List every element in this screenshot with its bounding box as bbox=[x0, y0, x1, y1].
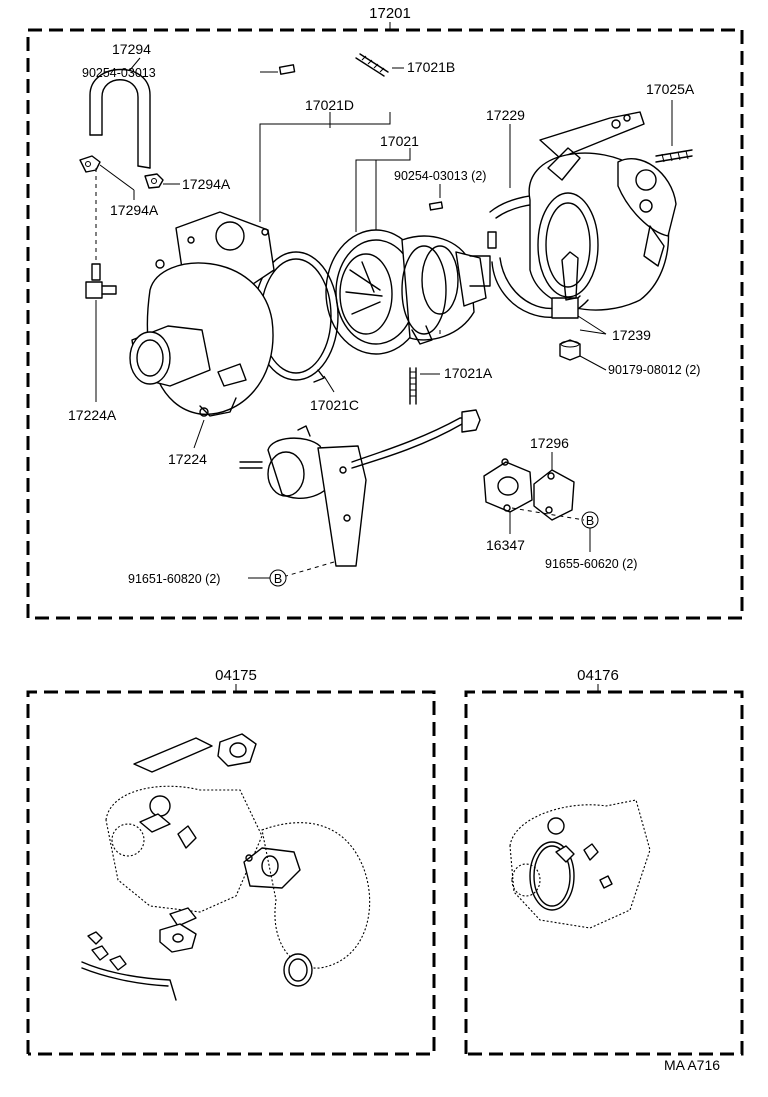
callout-stud-right: 17025A bbox=[646, 81, 695, 97]
callout-stud-top: 17021B bbox=[407, 59, 455, 75]
hose-clip-upper bbox=[79, 155, 135, 191]
callout-pin-right: 90254-03013 (2) bbox=[394, 169, 486, 183]
callout-bolt-b-right: 91655-60620 (2) bbox=[545, 557, 637, 571]
marker-b-left: B bbox=[274, 572, 282, 586]
callout-nut: 90179-08012 (2) bbox=[608, 363, 700, 377]
stud-bottom bbox=[409, 367, 440, 405]
callout-gasket-left: 16347 bbox=[486, 537, 525, 553]
kit-right-label: 04176 bbox=[577, 667, 619, 684]
kit-left-frame: 04175 bbox=[26, 667, 436, 1056]
cartridge-bracket-leader bbox=[259, 112, 391, 222]
pin-top bbox=[260, 64, 296, 75]
wastegate-actuator bbox=[239, 409, 481, 567]
kit-right-frame: 04176 bbox=[464, 667, 744, 1056]
bolt-b-left-leader bbox=[248, 561, 335, 587]
kit-left-drawing bbox=[81, 733, 371, 1001]
nut bbox=[559, 339, 607, 371]
callout-union: 17224A bbox=[68, 407, 117, 423]
callout-stud-bottom: 17021A bbox=[444, 365, 493, 381]
bolt-b-right-leader bbox=[511, 507, 599, 552]
callout-hose: 17294 bbox=[112, 41, 151, 57]
callout-pin-top: 90254-03013 bbox=[82, 66, 156, 80]
footer-code: MA A716 bbox=[664, 1057, 720, 1073]
pin-right bbox=[428, 184, 444, 211]
cartridge-leader bbox=[355, 148, 411, 232]
kit-left-label: 04175 bbox=[215, 667, 257, 684]
gasket-right bbox=[533, 452, 575, 521]
clamp-lower bbox=[491, 251, 607, 335]
callout-clamp-upper: 17229 bbox=[486, 107, 525, 123]
callout-snap-ring: 17021C bbox=[310, 397, 359, 413]
center-cartridge bbox=[325, 229, 491, 355]
gasket-left bbox=[483, 458, 533, 534]
union-fitting bbox=[85, 263, 117, 402]
main-assembly-frame: 17201 bbox=[26, 5, 744, 620]
kit-right-drawing bbox=[509, 799, 651, 929]
callout-clamp-lower: 17239 bbox=[612, 327, 651, 343]
turbine-housing bbox=[129, 211, 275, 449]
callout-cartridge-bracket: 17021D bbox=[305, 97, 354, 113]
callout-clip-b: 17294A bbox=[182, 176, 231, 192]
main-assembly-label: 17201 bbox=[369, 5, 411, 22]
marker-b-right: B bbox=[586, 514, 594, 528]
callout-gasket-right: 17296 bbox=[530, 435, 569, 451]
hose-part bbox=[89, 57, 151, 169]
stud-right bbox=[655, 100, 693, 163]
callout-cartridge: 17021 bbox=[380, 133, 419, 149]
callout-turbine-housing: 17224 bbox=[168, 451, 207, 467]
compressor-housing bbox=[528, 111, 677, 311]
callout-clip-a: 17294A bbox=[110, 202, 159, 218]
stud-top bbox=[355, 53, 404, 77]
callout-bolt-b-left: 91651-60820 (2) bbox=[128, 572, 220, 586]
hose-clip-lower bbox=[144, 173, 180, 189]
